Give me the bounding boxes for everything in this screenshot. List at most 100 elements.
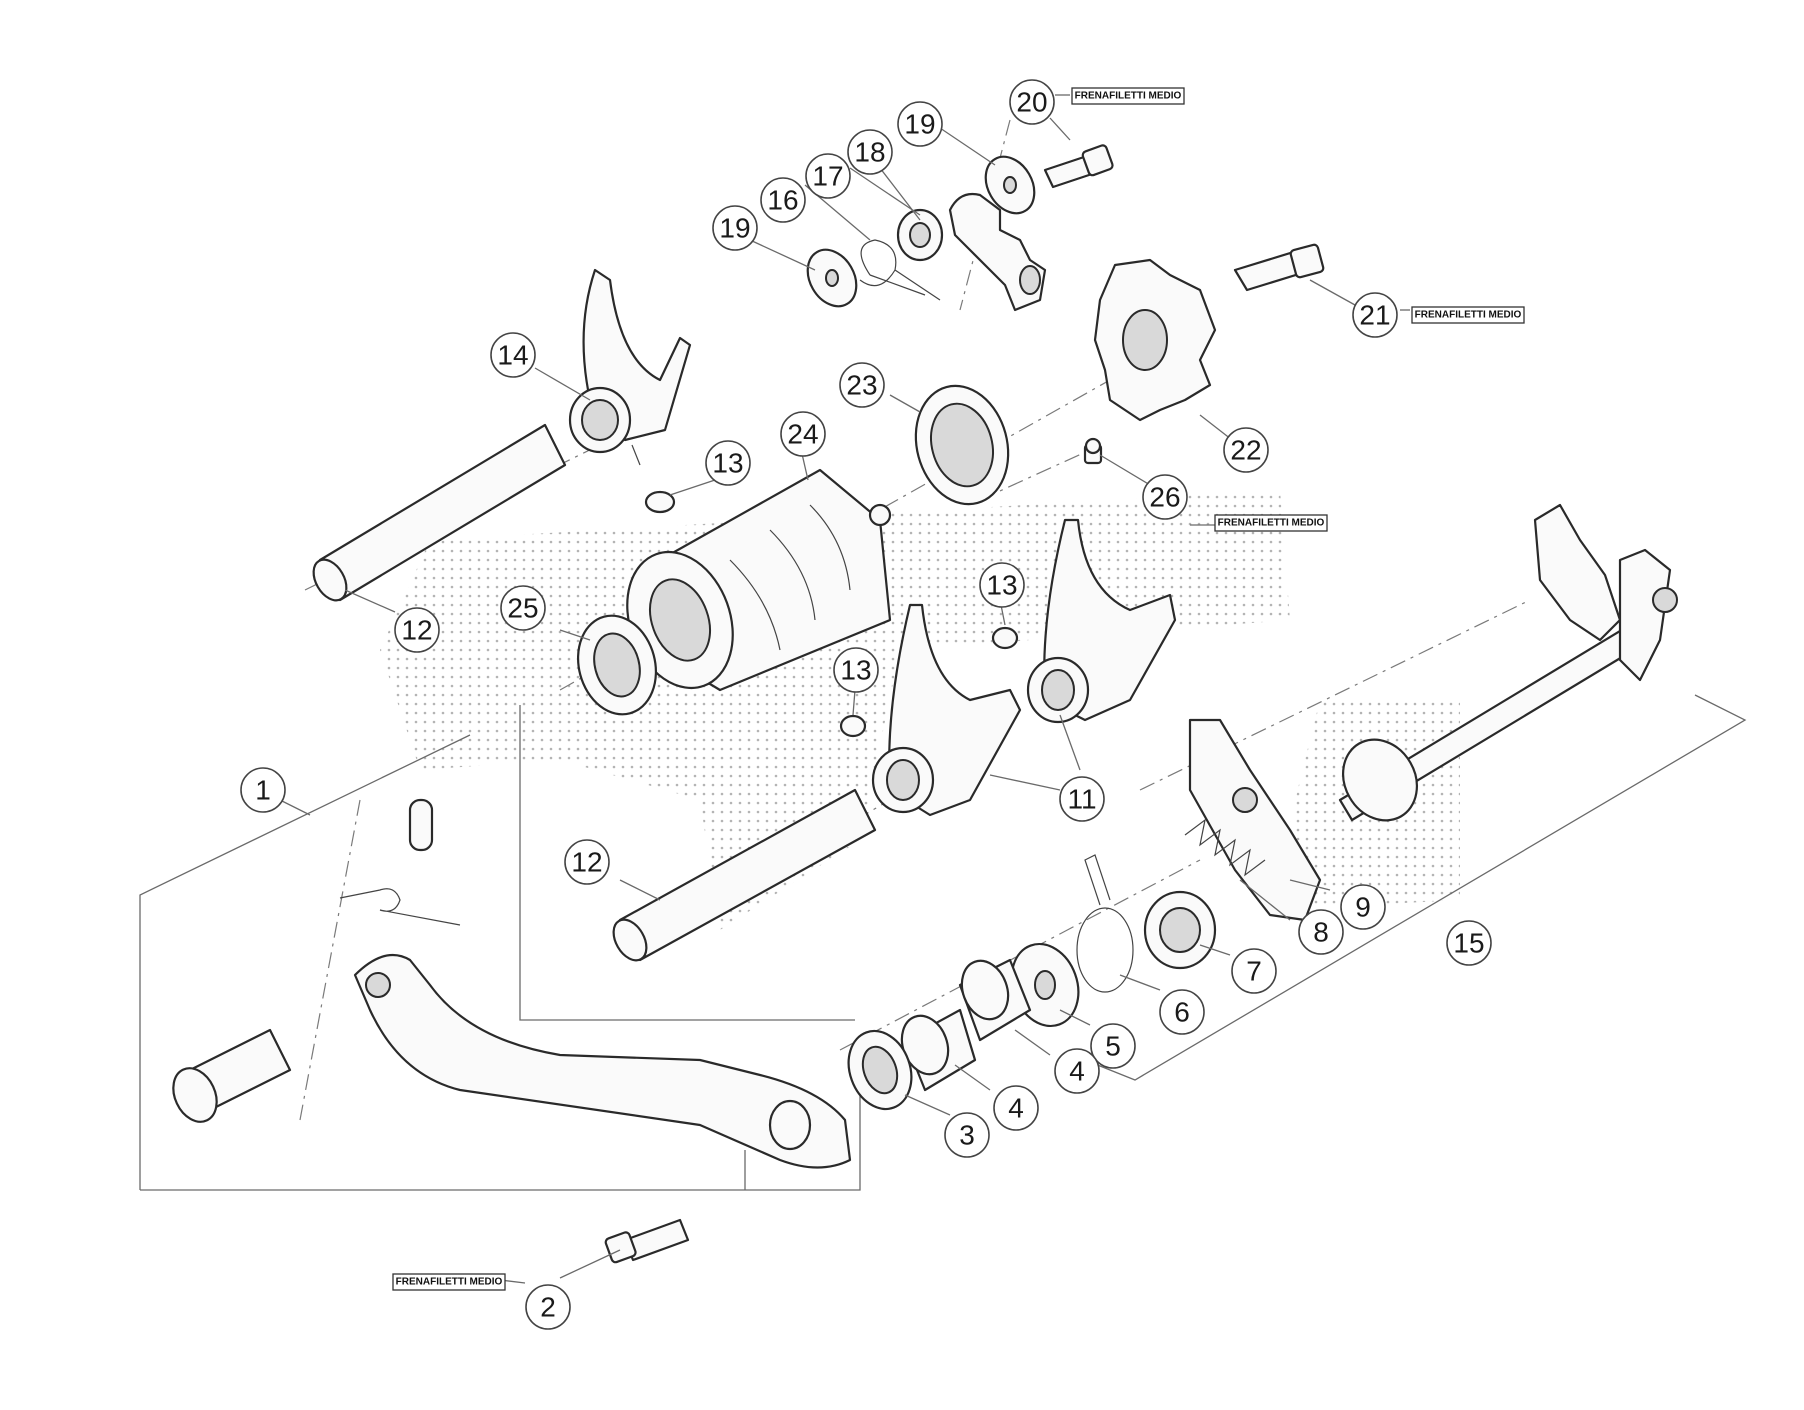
note-threadlock-20: FRENAFILETTI MEDIO [1071,87,1185,105]
shift-fork-lower [871,603,1022,817]
ratchet-plate [1188,718,1322,922]
bearing-lower [576,614,658,716]
oil-seal [847,1029,913,1111]
callout-3: 3 [944,1112,990,1158]
callout-12-lower: 12 [564,839,610,885]
svg-text:7: 7 [1246,956,1262,987]
bearing-upper [914,384,1010,506]
callout-4-inner: 4 [993,1085,1039,1131]
callout-17: 17 [805,153,851,199]
shift-fork-middle [1026,518,1177,724]
lever-bushing [896,208,944,262]
svg-text:17: 17 [812,161,843,192]
lever-spring [859,239,941,301]
svg-text:13: 13 [840,655,871,686]
svg-text:1: 1 [255,775,271,806]
callout-12-upper: 12 [394,607,440,653]
svg-text:24: 24 [787,419,818,450]
return-spring [1184,818,1266,877]
callout-9: 9 [1340,884,1386,930]
callout-11: 11 [1059,776,1105,822]
pedal-return-spring [339,888,461,926]
svg-text:6: 6 [1174,997,1190,1028]
svg-text:16: 16 [767,185,798,216]
svg-text:FRENAFILETTI MEDIO: FRENAFILETTI MEDIO [396,1277,503,1288]
svg-text:5: 5 [1105,1031,1121,1062]
svg-text:9: 9 [1355,892,1371,923]
callout-22: 22 [1223,427,1269,473]
pedal-pin [408,798,434,852]
callout-14: 14 [490,332,536,378]
note-threadlock-2: FRENAFILETTI MEDIO [392,1273,506,1291]
svg-text:12: 12 [401,615,432,646]
svg-text:19: 19 [904,109,935,140]
callout-2: 2 [525,1284,571,1330]
svg-text:26: 26 [1149,482,1180,513]
svg-text:11: 11 [1067,784,1096,815]
callout-26: 26 [1142,474,1188,520]
callout-16: 16 [760,177,806,223]
upper-fork-shaft [312,423,567,602]
svg-text:12: 12 [571,847,602,878]
svg-text:13: 13 [712,448,743,479]
reference-frames [139,694,1747,1191]
callout-7: 7 [1231,948,1277,994]
callout-23: 23 [839,362,885,408]
pedal-rubber [172,1028,292,1123]
pedal-bolt [604,1218,690,1264]
svg-text:4: 4 [1069,1056,1085,1087]
svg-text:FRENAFILETTI MEDIO: FRENAFILETTI MEDIO [1415,310,1522,321]
svg-text:25: 25 [507,593,538,624]
note-threadlock-21: FRENAFILETTI MEDIO [1411,306,1525,324]
lower-fork-shaft [612,788,877,962]
callout-4-outer: 4 [1054,1048,1100,1094]
svg-text:23: 23 [846,370,877,401]
svg-text:15: 15 [1453,928,1484,959]
callout-15: 15 [1446,920,1492,966]
torsion-spring [1076,854,1134,993]
shift-fork-upper [568,268,692,466]
svg-text:19: 19 [719,213,750,244]
roller-upper [644,490,676,514]
detent-pin [1083,437,1103,465]
svg-text:20: 20 [1016,87,1047,118]
callout-8: 8 [1298,909,1344,955]
note-threadlock-26: FRENAFILETTI MEDIO [1214,514,1328,532]
callout-13-lower: 13 [833,647,879,693]
roller-middle [991,626,1019,650]
lever-pivot-bolt [1043,144,1114,189]
bushing-outer [958,958,1032,1042]
washer-upper [984,155,1036,215]
star-wheel-bolt [1233,243,1325,292]
spring-seat [1143,890,1217,970]
selector-lever [948,192,1047,312]
callout-5: 5 [1090,1023,1136,1069]
svg-text:14: 14 [497,340,528,371]
callout-25: 25 [500,585,546,631]
callout-6: 6 [1159,989,1205,1035]
washer-lower [806,248,858,308]
callout-19-upper: 19 [897,101,943,147]
svg-text:FRENAFILETTI MEDIO: FRENAFILETTI MEDIO [1075,91,1182,102]
gear-pedal [353,953,852,1169]
svg-text:18: 18 [854,137,885,168]
callout-13-upper: 13 [705,440,751,486]
callout-24: 24 [780,411,826,457]
bushing-inner [900,1008,977,1092]
svg-text:8: 8 [1313,917,1329,948]
callout-18: 18 [847,129,893,175]
callout-19-lower: 19 [712,205,758,251]
svg-text:13: 13 [986,570,1017,601]
svg-text:4: 4 [1008,1093,1024,1124]
callout-13-middle: 13 [979,562,1025,608]
svg-text:3: 3 [959,1120,975,1151]
svg-text:2: 2 [540,1292,556,1323]
callout-21: 21 [1352,292,1398,338]
svg-text:FRENAFILETTI MEDIO: FRENAFILETTI MEDIO [1218,518,1325,529]
star-index-wheel [1093,258,1217,422]
callout-20: 20 [1009,79,1055,125]
roller-lower [839,714,867,738]
svg-text:22: 22 [1230,435,1261,466]
callout-1: 1 [240,767,286,813]
